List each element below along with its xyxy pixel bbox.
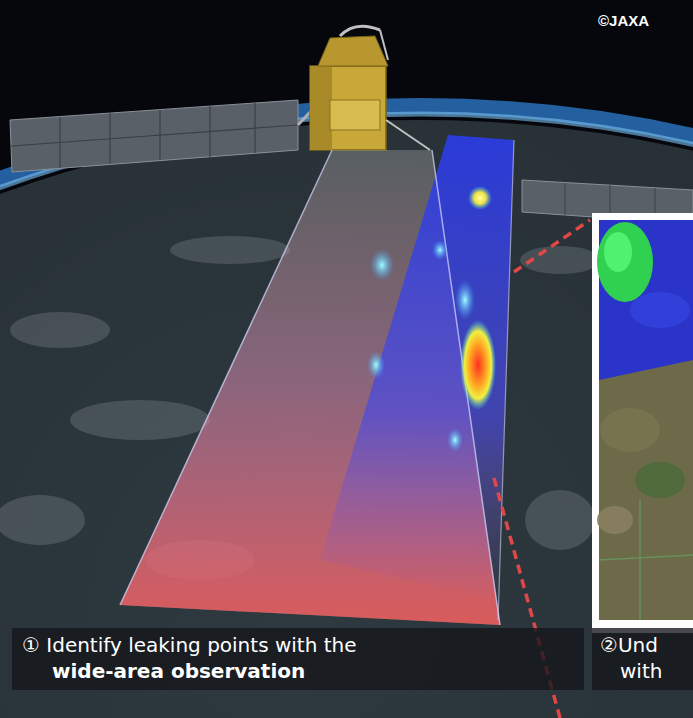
caption-text: ① Identify leaking points with the xyxy=(22,632,574,658)
caption-text: wide-area observation xyxy=(22,658,574,684)
copyright-label: ©JAXA xyxy=(598,12,649,29)
caption-text: with xyxy=(600,658,691,684)
caption-box: ① Identify leaking points with thewide-a… xyxy=(12,628,584,690)
caption-box: ②Undwith xyxy=(592,628,693,690)
caption-text: ②Und xyxy=(600,632,691,658)
